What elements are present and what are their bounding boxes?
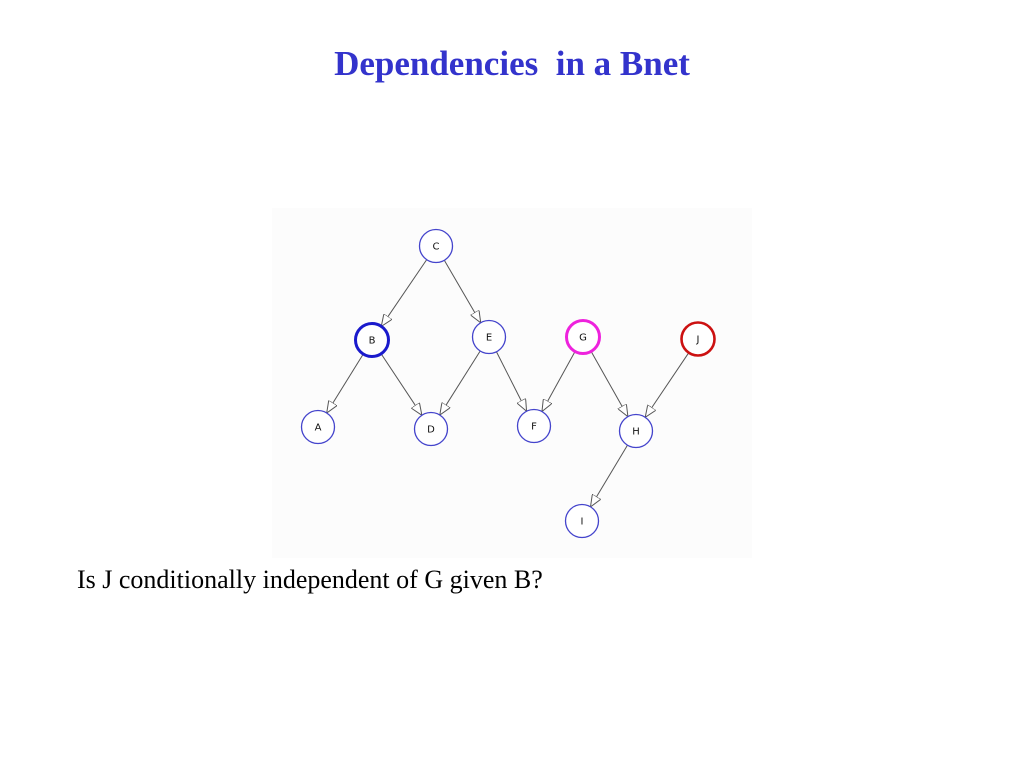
node-label: E [486,333,492,344]
node-circle [418,228,454,264]
edge-b-to-d [380,353,421,415]
node-label: B [369,336,376,347]
edge-e-to-f [495,351,526,411]
node-e: E [471,319,507,355]
node-i: I [564,503,600,539]
node-circle [516,408,552,444]
node-h: H [618,413,654,449]
node-circle [564,503,600,539]
node-label: C [433,242,440,253]
node-circle [618,413,654,449]
edge-j-to-h [646,352,690,417]
node-j: J [680,321,716,357]
node-a: A [300,409,336,445]
node-d: D [413,411,449,447]
node-g: G [565,319,601,355]
node-circle [471,319,507,355]
bayes-net-svg: C B E G J A D F H I [272,208,752,558]
node-c: C [418,228,454,264]
node-circle [354,322,390,358]
node-label: I [581,517,584,528]
node-circle [680,321,716,357]
node-label: D [427,425,435,436]
node-f: F [516,408,552,444]
node-circle [300,409,336,445]
node-b: B [354,322,390,358]
edge-g-to-f [542,351,576,410]
edge-b-to-a [327,353,364,412]
question-text: Is J conditionally independent of G give… [77,565,543,594]
edge-h-to-i [591,444,628,506]
node-label: F [531,422,537,433]
bayes-net-diagram: C B E G J A D F H I [272,208,752,558]
node-label: H [632,427,640,438]
node-label: A [315,423,322,434]
edge-e-to-d [440,350,481,414]
node-circle [565,319,601,355]
edge-c-to-b [382,259,428,326]
edges-layer [327,259,690,506]
slide-title: Dependencies in a Bnet [334,44,690,83]
edge-g-to-h [590,351,627,415]
node-circle [413,411,449,447]
node-label: G [579,333,587,344]
edge-c-to-e [443,260,480,322]
node-label: J [696,335,700,346]
nodes-layer: C B E G J A D F H I [300,228,716,539]
